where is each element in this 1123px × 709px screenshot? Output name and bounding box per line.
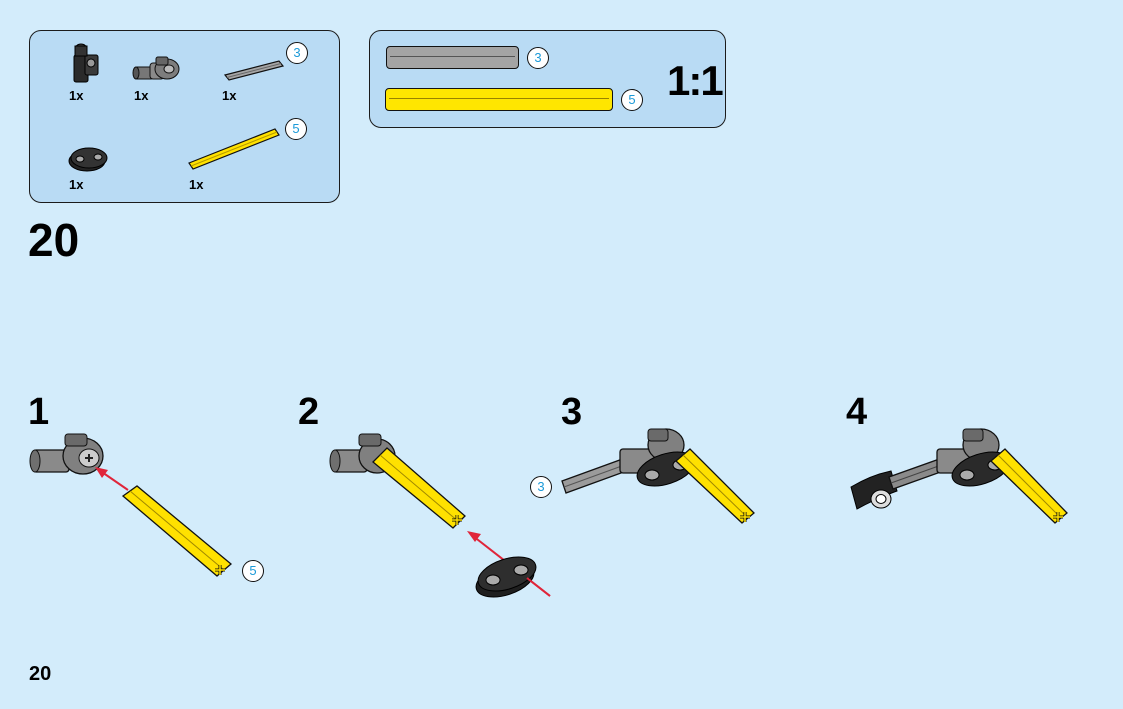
substep-1-illustration bbox=[29, 433, 233, 577]
black-connector-part bbox=[73, 43, 99, 83]
substep-2-illustration bbox=[329, 433, 551, 598]
part-qty: 1x bbox=[222, 88, 237, 103]
parts-list-panel: 1x 1x 1x 3 1x 1x 5 bbox=[29, 30, 340, 203]
axle-length-callout: 5 bbox=[285, 118, 307, 140]
scale-length-callout: 5 bbox=[621, 89, 643, 111]
axle-length-callout: 5 bbox=[242, 560, 264, 582]
scale-label: 1:1 bbox=[667, 57, 724, 104]
step-number: 20 bbox=[28, 214, 80, 266]
axle-length-callout: 3 bbox=[530, 476, 552, 498]
substep-number: 2 bbox=[298, 391, 320, 433]
yellow-axle-scale-bar bbox=[385, 88, 613, 111]
page-number: 20 bbox=[29, 663, 52, 685]
part-qty: 1x bbox=[134, 88, 149, 103]
substep-4-illustration bbox=[850, 428, 1068, 524]
gray-angle-connector-part bbox=[132, 56, 180, 80]
axle-length-callout: 3 bbox=[286, 42, 308, 64]
yellow-axle-part bbox=[188, 128, 280, 170]
gray-axle-scale-bar bbox=[386, 46, 519, 69]
substep-3-illustration bbox=[561, 428, 755, 524]
black-beam-link-part bbox=[68, 147, 108, 172]
substep-number: 1 bbox=[28, 391, 50, 433]
part-qty: 1x bbox=[69, 177, 84, 192]
part-qty: 1x bbox=[69, 88, 84, 103]
gray-axle-part bbox=[223, 60, 285, 81]
scale-length-callout: 3 bbox=[527, 47, 549, 69]
part-qty: 1x bbox=[189, 177, 204, 192]
substep-number: 3 bbox=[561, 391, 583, 433]
scale-reference-panel: 3 5 1:1 bbox=[369, 30, 726, 128]
substep-number: 4 bbox=[846, 391, 868, 433]
